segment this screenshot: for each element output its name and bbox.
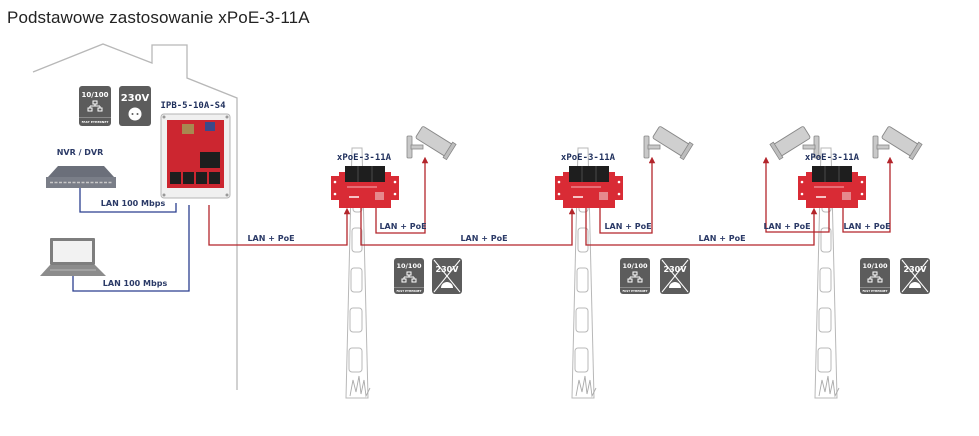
laptop-lan-line [72,205,190,292]
camera-3b [872,123,923,161]
xpoe2-to-xpoe3-label: LAN + PoE [698,234,745,243]
ethernet-badge: 10/100 FAST ETHERNET [79,86,111,126]
xpoe-3-device [797,165,867,209]
xpoe1-to-xpoe2-line [360,207,576,246]
svg-text:10/100: 10/100 [82,91,109,99]
pole2-no-power-badge: 230V [659,257,691,295]
pole2-ethernet-badge: 10/100 FAST ETHERNET [619,257,651,295]
nvr-lan-label: LAN 100 Mbps [101,199,166,208]
page-title: Podstawowe zastosowanie xPoE-3-11A [7,8,310,27]
xpoe3-camera-a-label: LAN + PoE [763,222,810,231]
xpoe2-to-xpoe3-line [585,207,818,246]
power-230v-badge: 230V [119,86,151,126]
svg-text:10/100: 10/100 [863,262,888,270]
no-power-icon [431,257,463,295]
xpoe-1-device [330,165,400,209]
svg-text:FAST ETHERNET: FAST ETHERNET [82,120,110,124]
svg-text:230V: 230V [121,93,150,104]
svg-text:230V: 230V [664,265,688,274]
xpoe-1-label: xPoE-3-11A [337,153,392,163]
svg-text:FAST ETHERNET: FAST ETHERNET [862,289,887,293]
xpoe3-camera-b-label: LAN + PoE [843,222,890,231]
network-icon [87,100,103,112]
psu-unit [160,113,231,199]
camera-2 [643,123,694,161]
no-power-icon [659,257,691,295]
socket-icon [128,107,142,121]
xpoe1-to-xpoe2-label: LAN + PoE [460,234,507,243]
nvr-device [46,166,116,188]
nvr-lan-line [79,188,177,213]
xpoe-2-label: xPoE-3-11A [561,153,616,163]
pole3-no-power-badge: 230V [899,257,931,295]
xpoe3-to-camera3a-line [762,156,830,233]
svg-text:10/100: 10/100 [623,262,648,270]
laptop [40,238,106,276]
xpoe1-to-camera1-line [375,156,429,234]
nvr-label: NVR / DVR [57,148,104,157]
xpoe-2-device [554,165,624,209]
house-outline [32,43,238,390]
svg-text:230V: 230V [436,265,460,274]
psu-label: IPB-5-10A-S4 [160,101,226,111]
xpoe2-to-camera2-line [599,156,656,234]
svg-text:10/100: 10/100 [397,262,422,270]
xpoe1-camera-label: LAN + PoE [379,222,426,231]
psu-to-xpoe1-label: LAN + PoE [247,234,294,243]
svg-text:230V: 230V [904,265,928,274]
laptop-lan-label: LAN 100 Mbps [103,279,168,288]
pole3-ethernet-badge: 10/100 FAST ETHERNET [859,257,891,295]
psu-to-xpoe1-line [208,205,351,246]
xpoe3-to-camera3b-line [842,156,894,233]
no-power-icon [899,257,931,295]
xpoe-3-label: xPoE-3-11A [805,153,860,163]
camera-1 [406,123,457,161]
pole1-no-power-badge: 230V [431,257,463,295]
pole1-ethernet-badge: 10/100 FAST ETHERNET [393,257,425,295]
svg-text:FAST ETHERNET: FAST ETHERNET [622,289,647,293]
svg-text:FAST ETHERNET: FAST ETHERNET [396,289,421,293]
xpoe2-camera-label: LAN + PoE [604,222,651,231]
